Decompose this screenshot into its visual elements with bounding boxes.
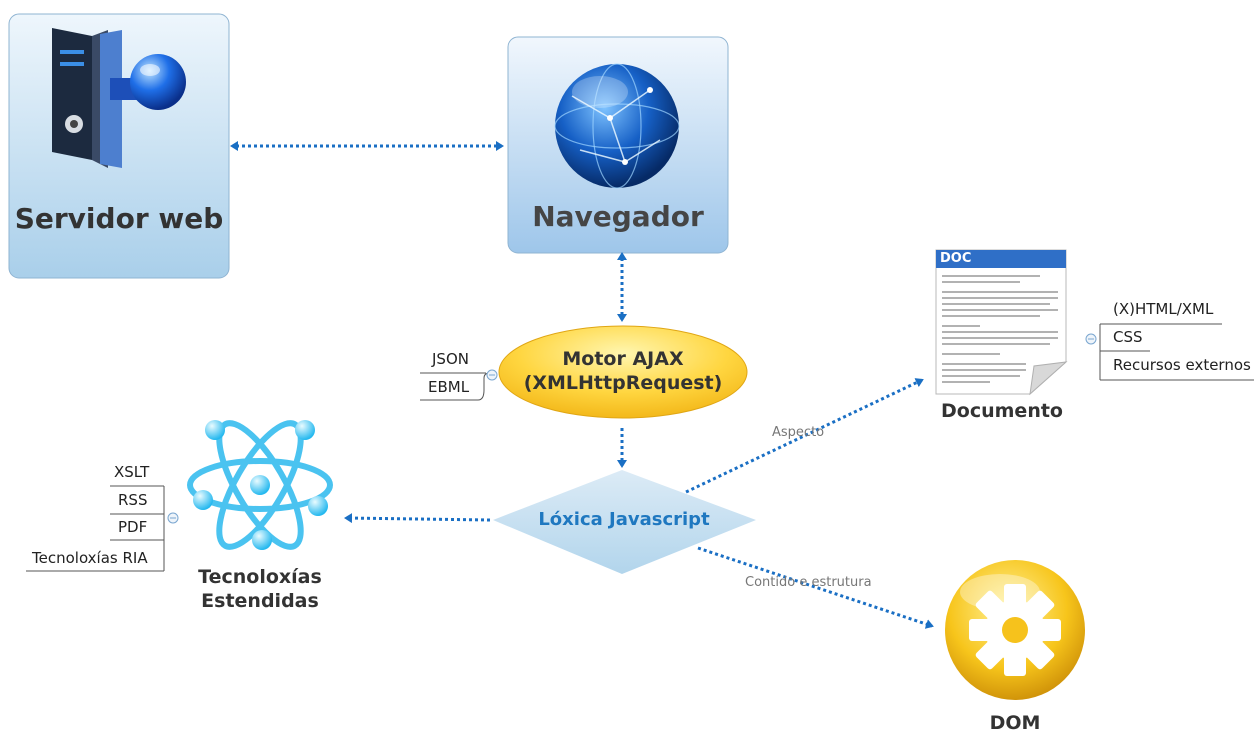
tech-branch-lines (26, 485, 165, 572)
ajax-branch-item[interactable]: JSON (432, 350, 469, 368)
ajax-label-line1: Motor AJAX (562, 348, 684, 370)
tech-branch-item[interactable]: Tecnoloxías RIA (32, 549, 148, 567)
document-branch-item[interactable]: (X)HTML/XML (1113, 300, 1214, 318)
connector-logic-document (685, 378, 924, 494)
server-icon (52, 28, 186, 168)
document-icon (935, 249, 1068, 396)
atom-icon (187, 420, 333, 550)
connector-label-content: Contido e estrutura (745, 575, 872, 590)
connector-label-aspect: Aspecto (772, 425, 825, 440)
server-label: Servidor web (14, 202, 224, 235)
globe-icon (554, 63, 680, 189)
gear-icon (945, 560, 1085, 700)
logic-node[interactable] (493, 470, 756, 574)
tech-branch-item[interactable]: RSS (118, 491, 148, 509)
logic-label: Lóxica Javascript (538, 509, 710, 530)
ajax-engine-node[interactable] (498, 325, 748, 419)
connector-logic-tech (344, 513, 491, 524)
document-icon-text: DOC (940, 251, 972, 266)
document-branch-item[interactable]: Recursos externos (1113, 356, 1251, 374)
document-label: Documento (941, 400, 1063, 422)
dom-label: DOM (989, 712, 1041, 734)
document-branch-item[interactable]: CSS (1113, 328, 1143, 346)
tech-branch-item[interactable]: PDF (118, 518, 148, 536)
tech-label-line2: Estendidas (201, 590, 319, 612)
connector-logic-dom (697, 546, 934, 629)
browser-label: Navegador (532, 200, 704, 233)
document-branch-lines (1099, 323, 1254, 381)
ajax-label-line2: (XMLHttpRequest) (523, 372, 723, 394)
tech-label-line1: Tecnoloxías (198, 566, 322, 588)
ajax-branch-item[interactable]: EBML (428, 378, 470, 396)
tech-branch-item[interactable]: XSLT (114, 463, 150, 481)
